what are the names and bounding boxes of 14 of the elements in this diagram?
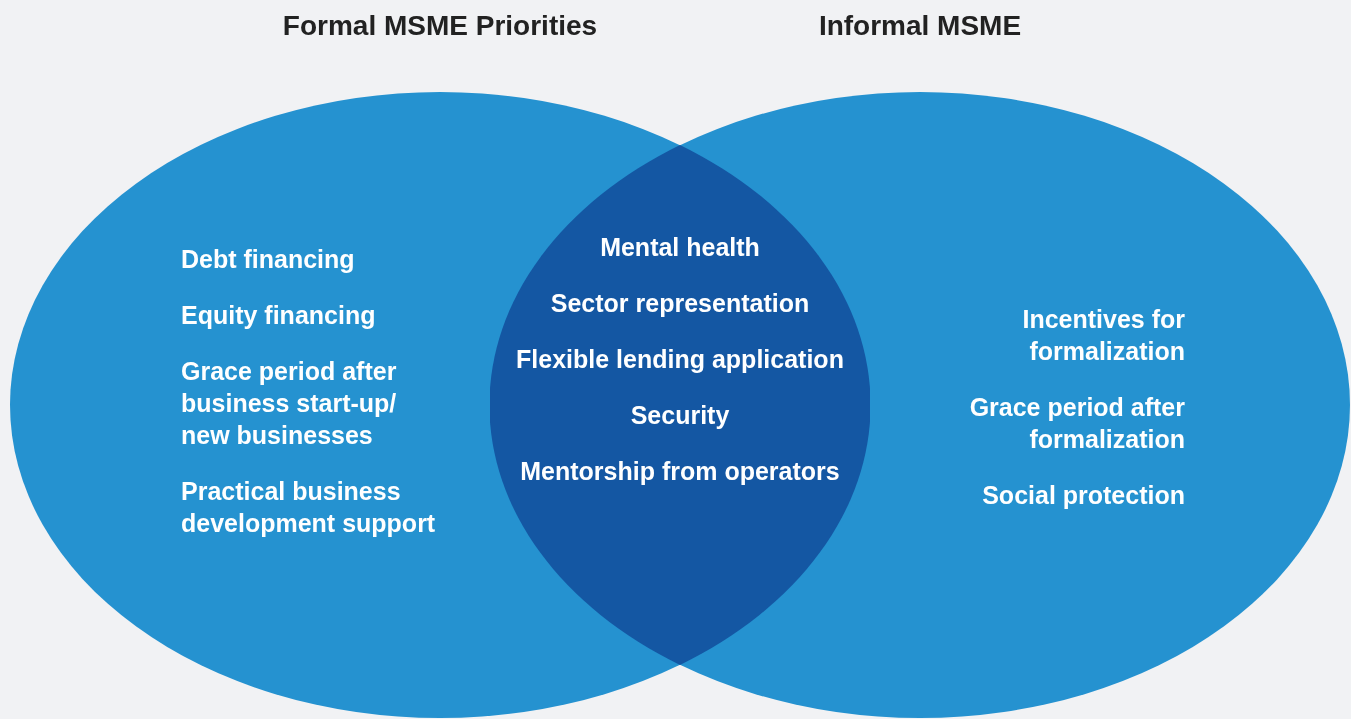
list-item: Grace period after business start-up/ new businesses <box>181 356 398 451</box>
circle-heading: Informal MSME <box>817 9 1023 43</box>
list-item: Practical business development support <box>181 476 437 539</box>
circle-heading: Formal MSME Priorities <box>281 9 599 43</box>
list-item: Social protection <box>982 480 1185 511</box>
list-item: Equity financing <box>181 300 376 331</box>
list-item: Debt financing <box>181 244 355 275</box>
list-item: Sector representation <box>550 288 810 319</box>
list-item: Incentives for formalization <box>1021 304 1185 367</box>
list-item: Mentorship from operators <box>520 456 840 487</box>
list-item: Grace period after formalization <box>968 392 1185 455</box>
list-item: Security <box>630 400 730 431</box>
list-item: Mental health <box>600 232 760 263</box>
list-item: Flexible lending application <box>516 344 844 375</box>
